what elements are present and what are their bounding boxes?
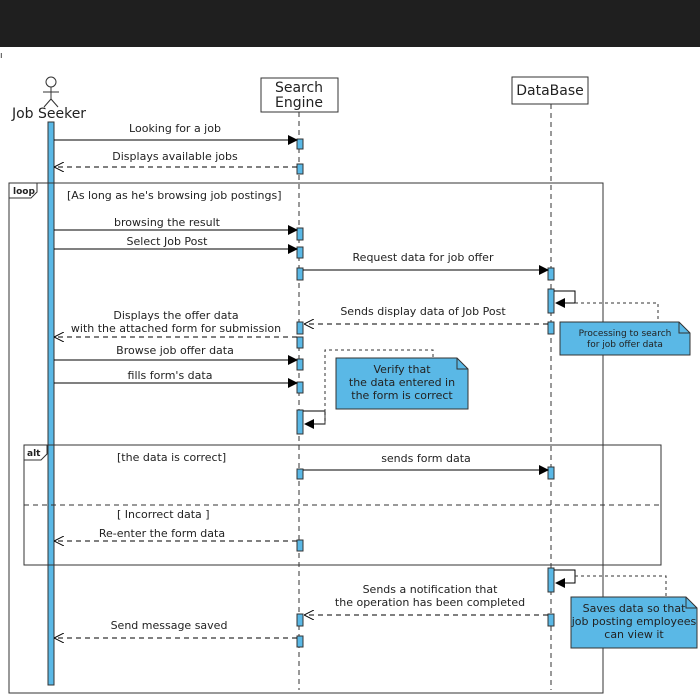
- loop-tag-label: loop: [13, 187, 35, 197]
- msg-send-message-saved: Send message saved: [111, 619, 228, 632]
- search-engine-header: [260, 77, 339, 113]
- msg-sends-display-data: Sends display data of Job Post: [340, 305, 506, 318]
- search-engine-label-line2: Engine: [275, 95, 323, 111]
- alt-guard-incorrect: [ Incorrect data ]: [117, 508, 210, 521]
- msg-browse-offer: Browse job offer data: [116, 344, 234, 357]
- note-verify-data: [335, 357, 469, 410]
- msg-reenter-form: Re-enter the form data: [99, 527, 225, 540]
- note-saves-data: [570, 596, 698, 649]
- db-self-call-2: [554, 569, 576, 588]
- msg-displays-offer-line2: with the attached form for submission: [71, 322, 281, 335]
- job-seeker-actor-icon: [43, 76, 59, 108]
- alt-guard-correct: [the data is correct]: [117, 451, 226, 464]
- se-activation-6: [296, 321, 304, 335]
- se-activation-13: [296, 613, 304, 627]
- note-1-line2: for job offer data: [587, 340, 663, 350]
- note-3-line2: job posting employees: [571, 615, 697, 628]
- se-activation-14: [296, 635, 304, 648]
- se-activation-9: [296, 381, 304, 394]
- db-activation-1: [547, 267, 555, 281]
- note-1-fold: [678, 322, 690, 334]
- se-activation-12: [296, 539, 304, 552]
- msg-displays-offer-line1: Displays the offer data: [113, 309, 238, 322]
- note-1-line1: Processing to search: [579, 329, 672, 339]
- msg-displays-jobs: Displays available jobs: [112, 150, 238, 163]
- msg-browsing-result: browsing the result: [114, 216, 221, 229]
- corner-mark: ı: [0, 51, 3, 61]
- se-self-call: [303, 410, 326, 429]
- job-seeker-label: Job Seeker: [11, 106, 86, 122]
- se-activation-2: [296, 163, 304, 175]
- msg-looking-for-job: Looking for a job: [129, 122, 221, 135]
- note-2-line2: the data entered in: [349, 376, 455, 389]
- note-3-line1: Saves data so that: [583, 602, 686, 615]
- db-self-call-1: [554, 290, 576, 308]
- note-2-line1: Verify that: [373, 363, 431, 376]
- loop-fragment: [8, 182, 604, 694]
- se-activation-5: [296, 267, 304, 281]
- msg-select-job-post: Select Job Post: [127, 235, 209, 248]
- se-activation-10: [296, 409, 304, 435]
- note-3-line3: can view it: [604, 628, 664, 641]
- note-2-connector: [324, 349, 434, 424]
- msg-sends-notification-line2: the operation has been completed: [335, 596, 525, 609]
- msg-fills-form: fills form's data: [128, 369, 213, 382]
- msg-sends-form-data: sends form data: [381, 452, 471, 465]
- search-engine-label-line1: Search: [275, 80, 323, 96]
- se-activation-8: [296, 358, 304, 371]
- window-top-bar: [0, 0, 700, 47]
- alt-fragment-tag: [23, 444, 48, 461]
- db-activation-5: [547, 567, 555, 593]
- db-activation-6: [547, 613, 555, 627]
- note-1-connector: [575, 302, 659, 322]
- db-activation-2: [547, 288, 555, 314]
- note-processing-search: [559, 321, 691, 356]
- note-3-fold: [685, 597, 697, 609]
- se-activation-3: [296, 227, 304, 241]
- se-activation-7: [296, 336, 304, 349]
- msg-sends-notification-line1: Sends a notification that: [363, 583, 499, 596]
- note-2-line3: the form is correct: [351, 389, 453, 402]
- alt-tag-label: alt: [27, 449, 41, 459]
- db-activation-3: [547, 321, 555, 335]
- note-3-connector: [575, 575, 667, 597]
- database-label: DataBase: [516, 83, 584, 99]
- job-seeker-activation: [47, 121, 55, 686]
- db-activation-4: [547, 466, 555, 480]
- loop-guard: [As long as he's browsing job postings]: [67, 189, 282, 202]
- se-activation-1: [296, 138, 304, 150]
- msg-request-data: Request data for job offer: [353, 251, 494, 264]
- se-activation-4: [296, 246, 304, 259]
- se-activation-11: [296, 468, 304, 480]
- note-2-fold: [456, 358, 468, 370]
- database-header: [511, 76, 589, 105]
- loop-fragment-tag: [8, 182, 38, 199]
